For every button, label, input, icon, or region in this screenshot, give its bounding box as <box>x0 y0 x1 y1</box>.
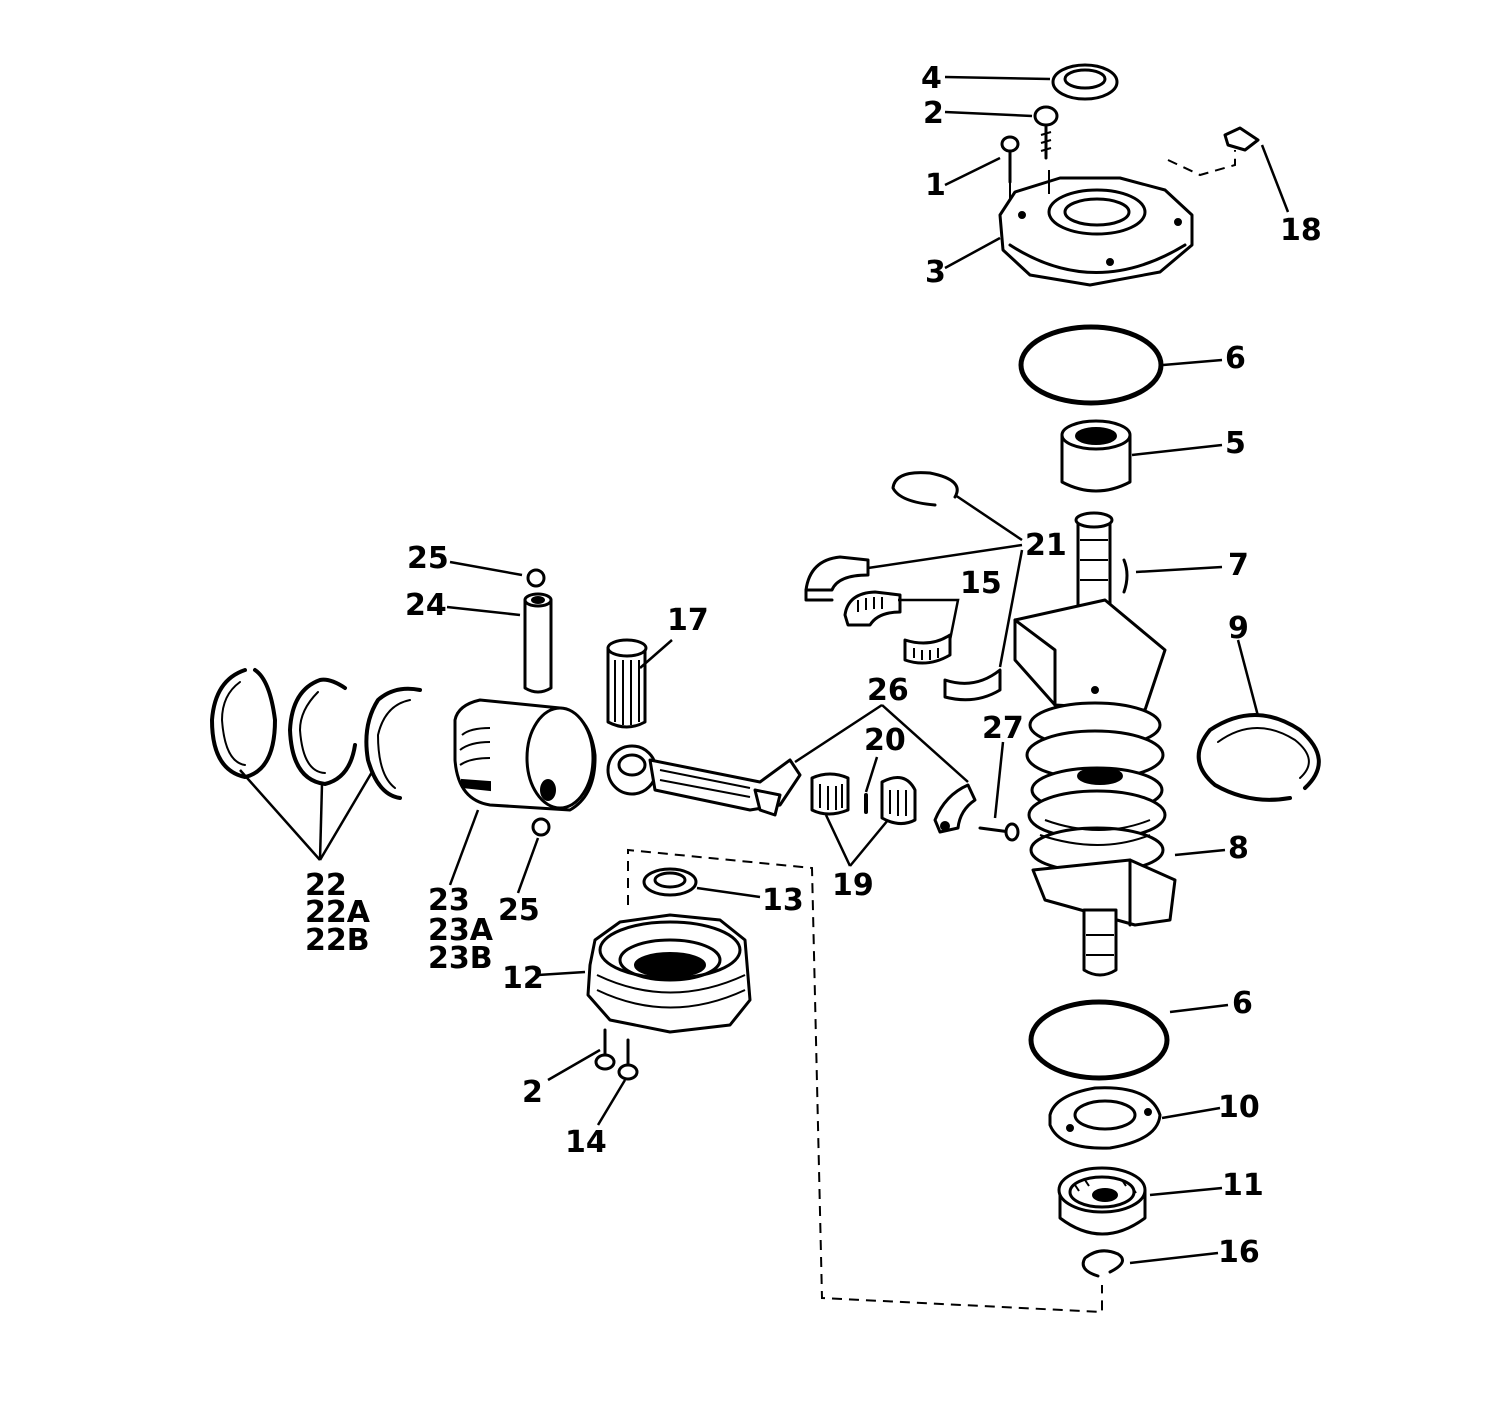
part-21-liner-upper <box>804 555 870 602</box>
part-11-ball-bearing <box>1057 1166 1147 1236</box>
part-2-screw-top <box>1033 105 1059 160</box>
label-20: 20 <box>864 723 906 758</box>
label-7: 7 <box>1228 548 1249 583</box>
label-15: 15 <box>960 566 1002 601</box>
label-4: 4 <box>921 61 942 96</box>
part-4-seal <box>1051 63 1119 101</box>
part-12-lower-bearing-housing <box>586 913 752 1034</box>
part-15-bearing-half-lower <box>903 633 952 665</box>
part-6-o-ring-upper <box>1018 324 1164 406</box>
part-24-wrist-pin <box>523 592 553 694</box>
part-27-screw <box>978 822 1020 842</box>
label-23b: 23B <box>428 941 493 976</box>
label-25-lower: 25 <box>498 893 540 928</box>
callout-labels: 4 2 1 3 18 6 5 21 7 15 9 25 24 17 26 27 … <box>305 61 1322 1270</box>
label-24: 24 <box>405 588 447 623</box>
part-21-retainer-ring <box>891 471 959 507</box>
label-6-upper: 6 <box>1225 341 1246 376</box>
label-6-lower: 6 <box>1232 986 1253 1021</box>
part-26-rod-cap <box>933 783 977 834</box>
part-23-piston <box>453 698 597 812</box>
label-19: 19 <box>832 868 874 903</box>
label-11: 11 <box>1222 1168 1264 1203</box>
label-23: 23 <box>428 883 470 918</box>
part-10-lower-retainer <box>1048 1086 1162 1150</box>
label-12: 12 <box>502 961 544 996</box>
label-5: 5 <box>1225 426 1246 461</box>
label-17: 17 <box>667 603 709 638</box>
part-25-retaining-ring-lower <box>531 817 551 837</box>
label-23a: 23A <box>428 913 494 948</box>
label-18: 18 <box>1280 213 1322 248</box>
part-2-screws-lower <box>594 1028 639 1081</box>
assembly-dashed-line <box>627 848 1103 1314</box>
part-6-o-ring-lower <box>1028 999 1170 1081</box>
label-3: 3 <box>925 255 946 290</box>
part-18-key <box>1167 126 1260 177</box>
label-16: 16 <box>1218 1235 1260 1270</box>
label-9: 9 <box>1228 611 1249 646</box>
label-22a: 22A <box>305 895 371 930</box>
label-1: 1 <box>925 168 946 203</box>
part-7-woodruff-key <box>1122 558 1129 594</box>
label-22b: 22B <box>305 923 370 958</box>
part-connecting-rod <box>606 744 802 817</box>
label-26: 26 <box>867 673 909 708</box>
label-21: 21 <box>1025 528 1067 563</box>
part-1-screw <box>1000 135 1020 184</box>
label-8: 8 <box>1228 831 1249 866</box>
label-25-upper: 25 <box>407 541 449 576</box>
label-27: 27 <box>982 711 1024 746</box>
leader-lines <box>239 75 1290 1265</box>
part-17-pin-bearing <box>606 638 648 729</box>
part-15-bearing-half-upper <box>843 590 902 627</box>
label-14: 14 <box>565 1125 607 1160</box>
part-25-retaining-ring-upper <box>526 568 546 588</box>
part-21-liner-lower <box>943 668 1002 702</box>
part-5-needle-bearing <box>1060 419 1132 493</box>
label-22: 22 <box>305 868 347 903</box>
label-2-top: 2 <box>923 96 944 131</box>
part-19-bearing-halves <box>810 772 917 825</box>
part-16-snap-ring <box>1081 1249 1124 1278</box>
part-3-upper-bearing-housing <box>998 170 1194 287</box>
label-10: 10 <box>1218 1090 1260 1125</box>
label-2-lower: 2 <box>522 1075 543 1110</box>
label-13: 13 <box>762 883 804 918</box>
part-8-crankshaft <box>1013 511 1177 977</box>
part-13-seal <box>642 867 698 897</box>
part-9-retaining-ring <box>1196 713 1321 802</box>
part-22-piston-rings <box>210 668 422 800</box>
